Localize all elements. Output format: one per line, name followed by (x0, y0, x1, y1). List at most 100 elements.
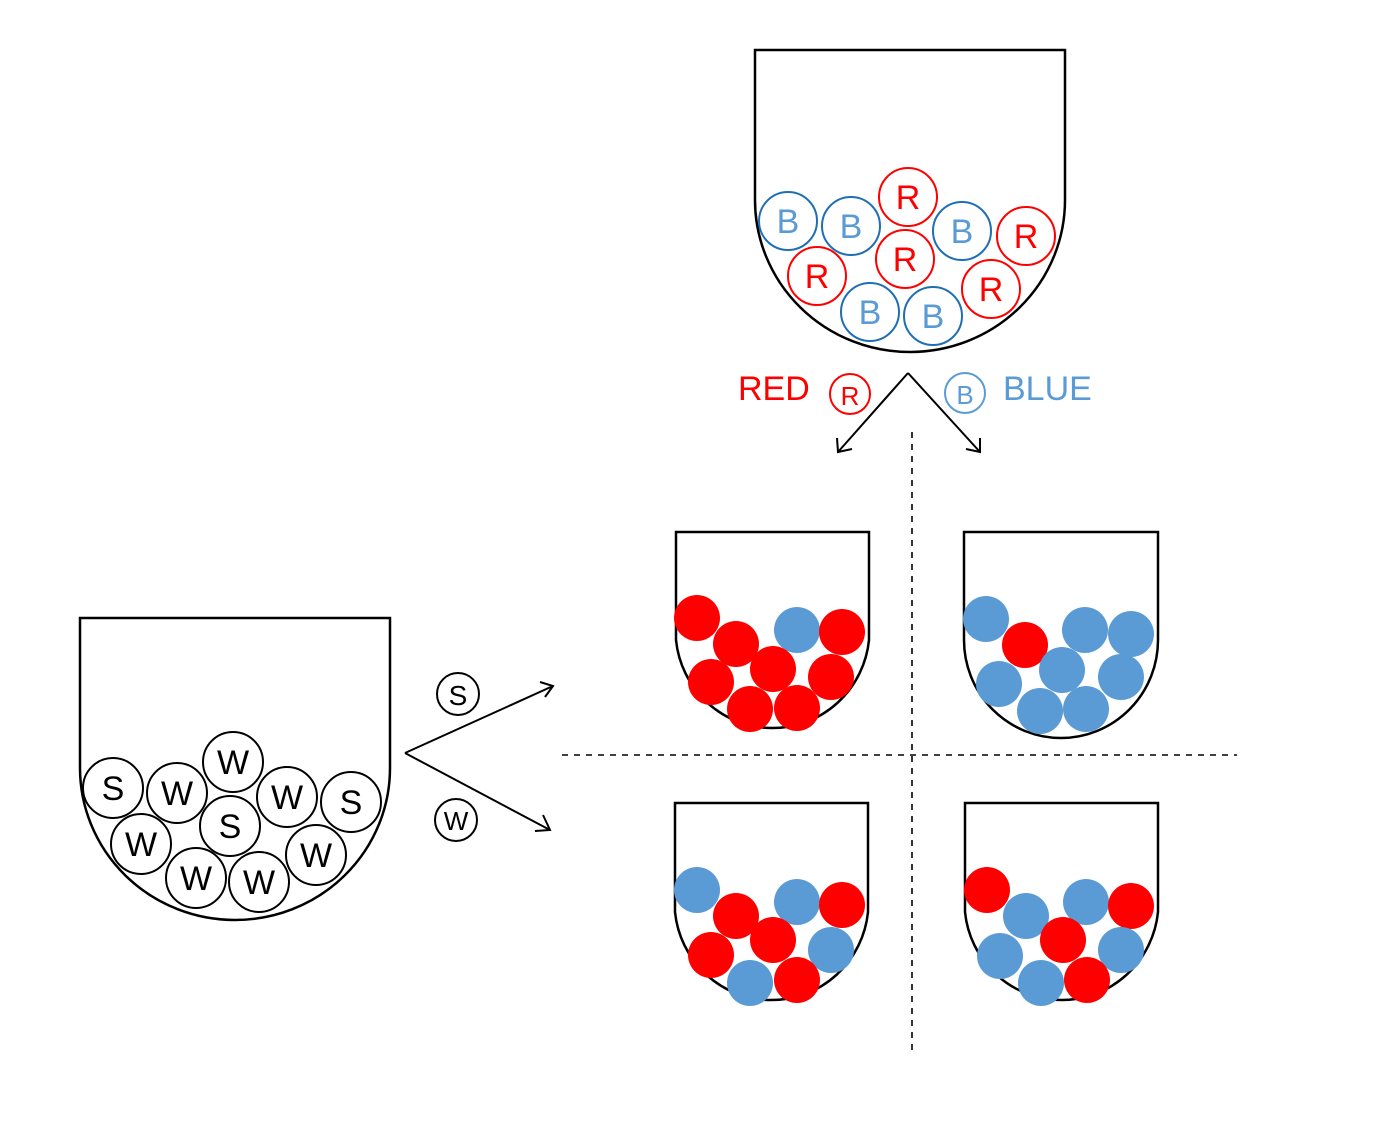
red-ball (1108, 883, 1154, 929)
w-marker-letter: W (444, 806, 469, 836)
red-ball (1002, 622, 1048, 668)
red-ball (750, 646, 796, 692)
s-arrow (404, 685, 554, 754)
w-ball: W (285, 824, 347, 886)
blue-ball (808, 927, 854, 973)
ball-letter: R (896, 179, 921, 217)
red-ball (819, 609, 865, 655)
blue-ball (1039, 647, 1085, 693)
red-ball (727, 686, 773, 732)
w-marker-icon: W (434, 798, 478, 842)
ball-letter: B (840, 208, 863, 246)
ball-letter: W (180, 860, 212, 898)
red-ball (713, 893, 759, 939)
blue-arrow (907, 372, 981, 453)
w-ball: W (202, 731, 264, 793)
blue-arrow-head (965, 438, 981, 454)
s-ball: S (199, 795, 261, 857)
blue-ball (976, 661, 1022, 707)
w-ball: W (165, 847, 227, 909)
red-label: RED (738, 370, 810, 408)
sw-choice: S W (404, 672, 555, 842)
ball-letter: R (1014, 218, 1039, 256)
red-ball: R (961, 259, 1021, 319)
red-ball: R (996, 206, 1056, 266)
ball-letter: S (102, 770, 125, 808)
blue-ball (977, 933, 1023, 979)
red-ball (774, 685, 820, 731)
ball-letter: W (217, 744, 249, 782)
red-ball (674, 595, 720, 641)
blue-ball (1018, 960, 1064, 1006)
ball-letter: R (805, 258, 830, 296)
blue-label: BLUE (1003, 370, 1092, 408)
red-ball (774, 957, 820, 1003)
blue-ball: B (903, 286, 963, 346)
urn-grid-bottom-left-balls (674, 867, 865, 1006)
ball-letter: R (893, 241, 918, 279)
ball-letter: W (300, 837, 332, 875)
red-arrow-head (836, 437, 853, 454)
ball-letter: S (219, 808, 242, 846)
ball-letter: R (979, 271, 1004, 309)
s-ball: S (82, 757, 144, 819)
ball-letter: W (271, 779, 303, 817)
urn-grid-top-right-balls (963, 596, 1154, 734)
red-ball (1064, 957, 1110, 1003)
ball-letter: W (243, 864, 275, 902)
urn-grid-top-left (674, 530, 871, 732)
ball-letter: S (340, 784, 363, 822)
blue-ball: B (758, 191, 818, 251)
w-arrow (404, 752, 551, 831)
ball-letter: B (922, 298, 945, 336)
red-marker-letter: R (841, 381, 860, 411)
ball-letter: B (859, 294, 882, 332)
blue-ball (1017, 688, 1063, 734)
ball-letter: B (777, 203, 800, 241)
blue-marker-letter: B (956, 380, 973, 410)
urn-grid-bottom-right (963, 801, 1160, 1006)
red-ball (688, 659, 734, 705)
blue-ball (727, 960, 773, 1006)
blue-ball (774, 607, 820, 653)
red-ball (964, 867, 1010, 913)
red-marker-icon: R (829, 373, 871, 415)
s-ball: S (320, 771, 382, 833)
w-ball: W (256, 766, 318, 828)
top-branch-arrows (836, 372, 981, 454)
blue-ball (1063, 879, 1109, 925)
urn-grid-top-left-balls (674, 595, 865, 732)
red-ball (808, 654, 854, 700)
red-ball (750, 917, 796, 963)
blue-ball (1098, 927, 1144, 973)
urn-grid-bottom-right-balls (964, 867, 1154, 1006)
blue-ball (1003, 893, 1049, 939)
s-arrow-head (539, 681, 555, 698)
w-arrow-head (534, 814, 552, 832)
w-ball: W (110, 813, 172, 875)
color-choice: RED R B BLUE (738, 370, 1092, 415)
red-ball: R (878, 167, 938, 227)
blue-ball: B (821, 196, 881, 256)
blue-ball (1063, 686, 1109, 732)
blue-marker-icon: B (944, 372, 986, 414)
blue-ball (1098, 654, 1144, 700)
ball-letter: W (161, 775, 193, 813)
red-ball (1040, 917, 1086, 963)
ball-letter: W (125, 826, 157, 864)
red-ball (819, 882, 865, 928)
s-marker-icon: S (436, 672, 480, 716)
red-ball (688, 932, 734, 978)
blue-ball (674, 867, 720, 913)
urn-grid-bottom-left (673, 801, 870, 1006)
red-ball: R (787, 246, 847, 306)
blue-ball (774, 879, 820, 925)
red-ball: R (875, 229, 935, 289)
w-ball: W (228, 851, 290, 913)
blue-ball (1108, 611, 1154, 657)
blue-ball (963, 596, 1009, 642)
